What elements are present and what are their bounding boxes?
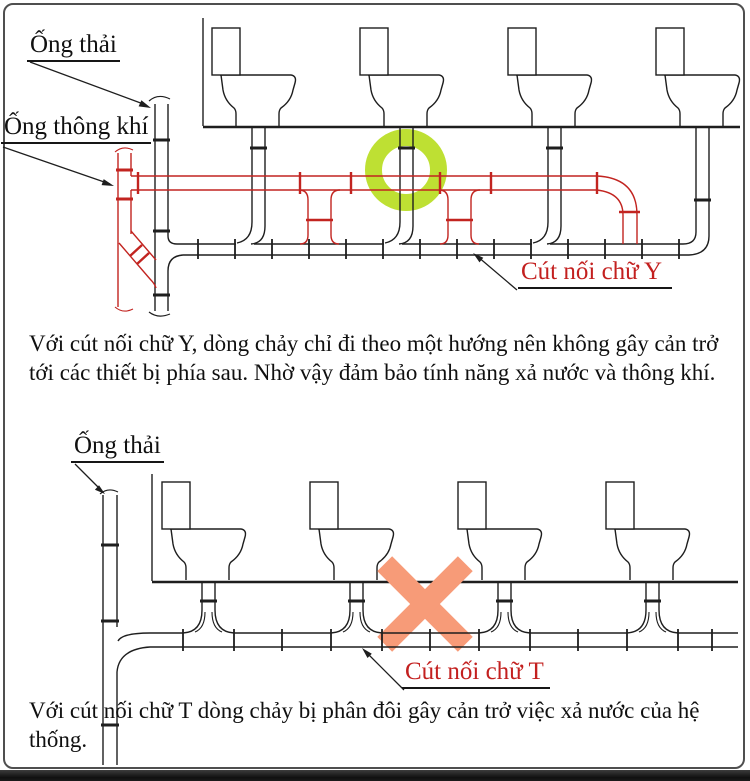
leader-line [74,463,405,691]
bottom-diagram [74,463,738,765]
leader-line [2,61,518,291]
bottom-dark-strip [0,770,750,781]
toilet-icon [211,27,297,127]
waste-stack [102,495,118,765]
label-waste-pipe-bottom: Ống thải [71,432,164,463]
toilet-icon [605,481,691,581]
ok-ring-icon [365,129,447,211]
toilet-icon [161,481,247,581]
toilet-icon [507,27,593,127]
toilet-icon [457,481,543,581]
label-y-joint: Cút nối chữ Y [518,258,672,289]
arrowheads [101,100,484,263]
label-waste-pipe-top: Ống thải [27,31,120,62]
caption-y-joint: Với cút nối chữ Y, dòng chảy chỉ đi theo… [29,331,719,385]
top-diagram [2,18,741,317]
label-t-joint: Cút nối chữ T [402,658,550,689]
toilet-icon [359,27,445,127]
drain-pipe [117,632,738,642]
page-border-frame [3,3,745,769]
vent-horizontal [131,175,597,191]
toilet-icon [309,481,395,581]
label-vent-pipe: Ống thông khí [1,113,152,144]
caption-t-joint: Với cút nối chữ T dòng chảy bị phân đôi … [29,698,700,752]
toilet-icon [655,27,741,127]
waste-stack [154,104,169,311]
x-mark-icon [377,556,473,652]
vent-pipe-red [114,147,640,312]
